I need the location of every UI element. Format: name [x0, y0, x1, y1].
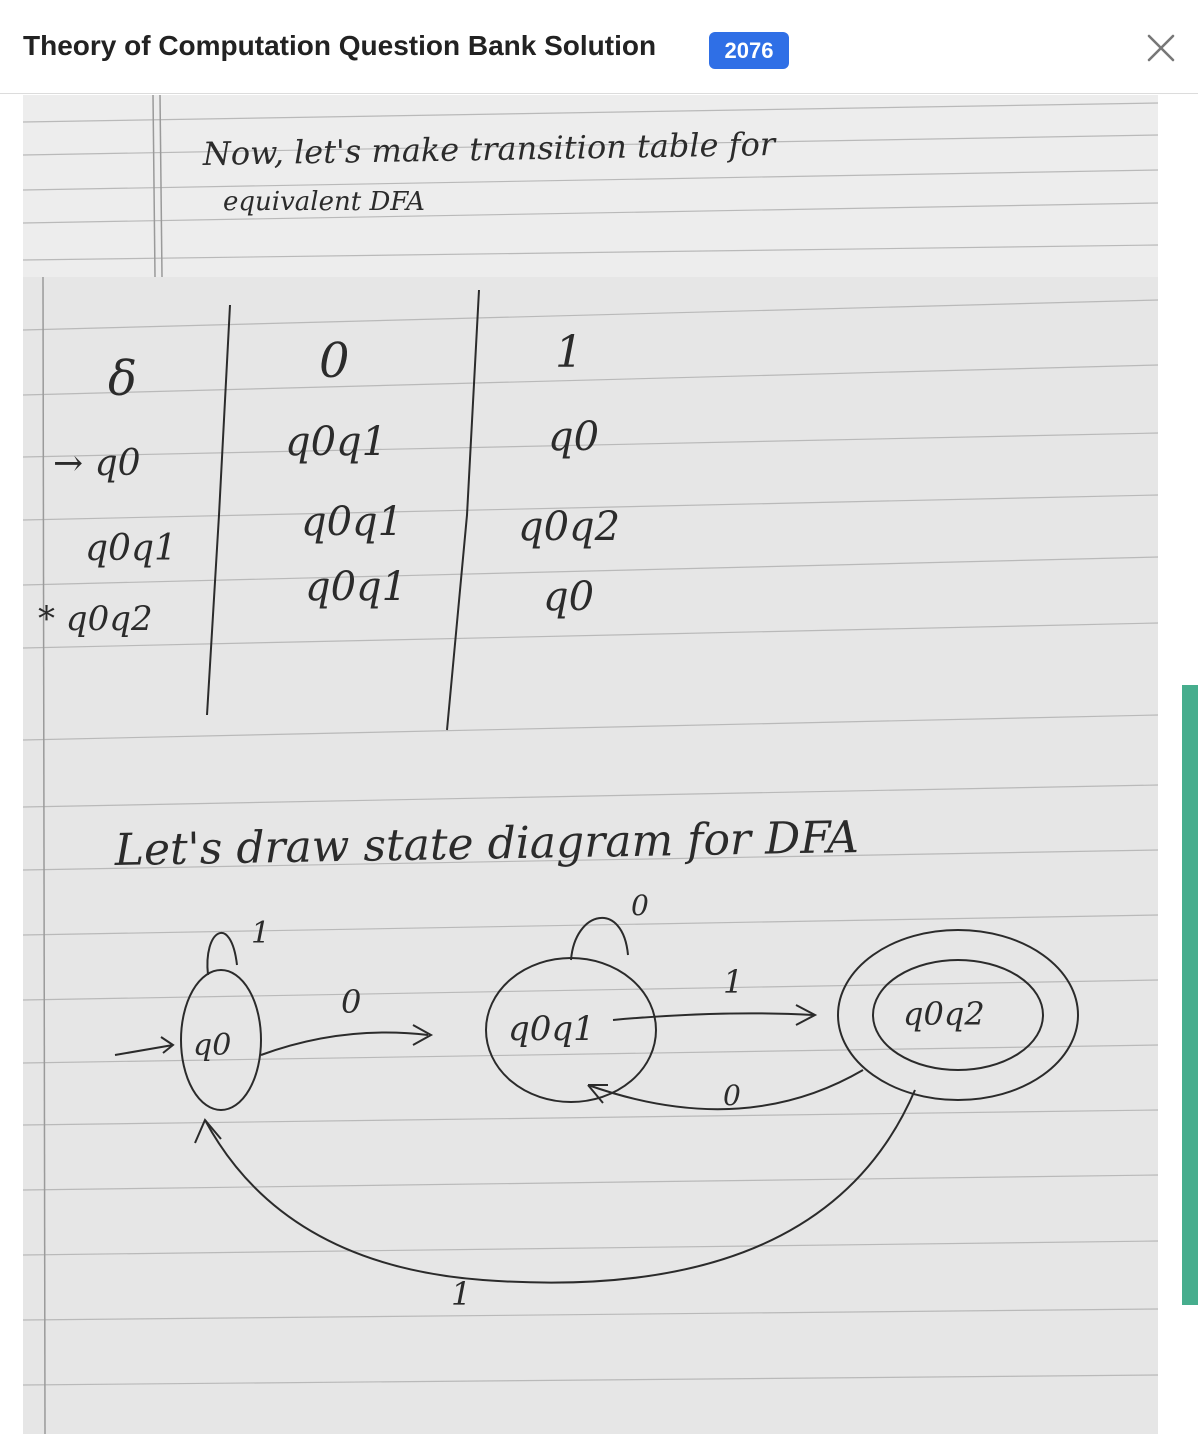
table-header-0: 0: [319, 333, 350, 389]
table-row-1-on-1: q0: [548, 414, 599, 460]
table-header-delta: δ: [108, 351, 137, 407]
label-self-loop-q0: 1: [251, 916, 270, 951]
dialog-header: Theory of Computation Question Bank Solu…: [0, 0, 1198, 94]
label-edge-q0q1-q0q2: 1: [723, 963, 743, 1001]
close-icon[interactable]: [1140, 27, 1182, 69]
dialog-title: Theory of Computation Question Bank Solu…: [23, 30, 657, 61]
state-q0q1: q0q1: [508, 1009, 595, 1049]
state-q0q2: q0q2: [903, 995, 985, 1033]
table-header-1: 1: [555, 327, 583, 378]
state-q0: q0: [193, 1028, 231, 1063]
table-row-1-state: → q0: [53, 443, 141, 484]
label-edge-q0q2-q0q1: 0: [723, 1079, 741, 1112]
label-edge-q0-q0q1: 0: [341, 983, 361, 1021]
scrollbar-thumb[interactable]: [1182, 685, 1198, 1305]
label-self-loop-q0q1: 0: [631, 889, 649, 922]
solution-image: Now, let's make transition table for equ…: [23, 95, 1158, 1434]
label-edge-q0q2-q0: 1: [451, 1275, 471, 1313]
table-row-1-on-0: q0q1: [285, 419, 387, 465]
year-badge: 2076: [709, 32, 789, 69]
table-row-2-state: q0q1: [85, 528, 177, 569]
note-heading-line2: equivalent DFA: [223, 187, 425, 217]
table-row-2-on-0: q0q1: [301, 499, 403, 545]
close-button[interactable]: [1140, 27, 1182, 69]
table-row-3-state: * q0q2: [38, 599, 153, 639]
table-row-3-on-1: q0: [543, 574, 594, 620]
table-row-2-on-1: q0q2: [518, 504, 620, 550]
table-row-3-on-0: q0q1: [305, 564, 407, 610]
